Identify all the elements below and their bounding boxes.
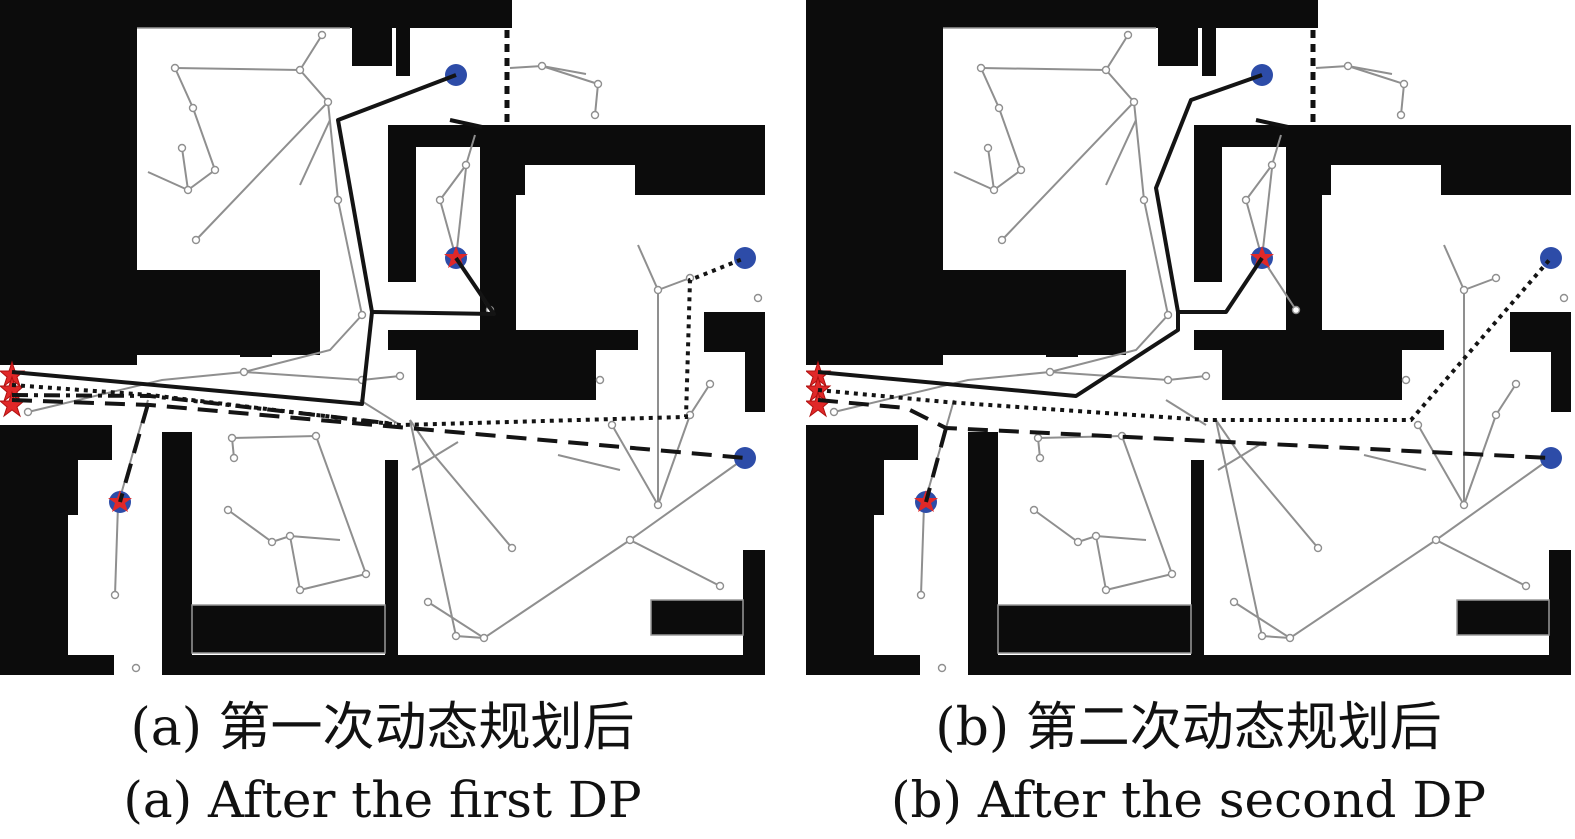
path-solid-branch-a xyxy=(371,256,496,316)
path-dotted-b xyxy=(817,256,1553,422)
caption-zh-a: (a) 第一次动态规划后 xyxy=(130,698,635,758)
path-solid-branch-b xyxy=(1178,256,1264,314)
map-b xyxy=(806,0,1571,675)
caption-en-b: (b) After the second DP xyxy=(890,771,1487,829)
path-dashed-branch-b xyxy=(924,427,948,503)
caption-zh-b: (b) 第二次动态规划后 xyxy=(935,698,1442,758)
path-dashed-branch-a xyxy=(118,403,150,503)
panel-a: (a) 第一次动态规划后 (a) After the first DP xyxy=(0,0,765,839)
path-dotted-a xyxy=(11,256,746,428)
caption-en-a: (a) After the first DP xyxy=(123,771,642,829)
map-a xyxy=(0,0,765,675)
panel-b: (b) 第二次动态规划后 (b) After the second DP xyxy=(806,0,1571,839)
path-dashed-a xyxy=(11,398,746,460)
path-dashed-b xyxy=(817,398,1552,460)
